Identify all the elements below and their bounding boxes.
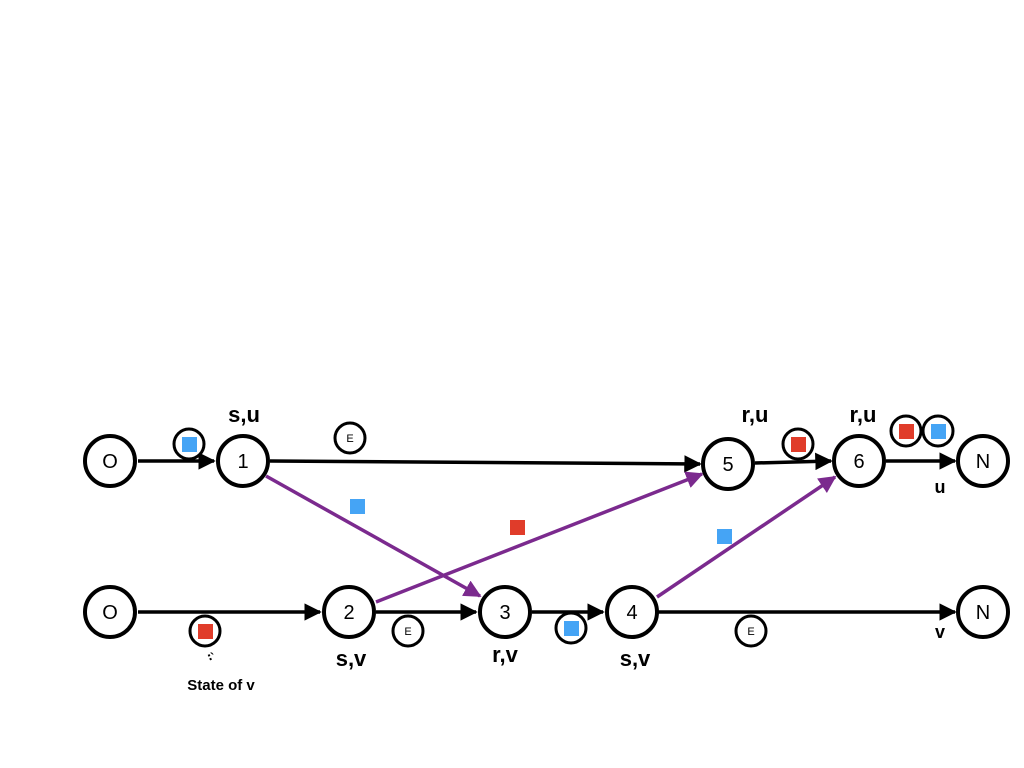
state-label-n1: s,u bbox=[228, 402, 260, 427]
token-top-6-n-second bbox=[921, 414, 955, 448]
empty-marker-top-1-5: E bbox=[333, 421, 367, 455]
node-o-bottom-label: O bbox=[102, 602, 118, 624]
edge-cross-4-6 bbox=[656, 475, 837, 599]
node-3: 3 bbox=[478, 585, 532, 639]
caption-state-of-v: State of v bbox=[187, 677, 255, 694]
node-o-top: O bbox=[83, 434, 137, 488]
token-cross-4-6 bbox=[717, 529, 732, 544]
caption-tick-mark: ` bbox=[210, 650, 214, 665]
edge-top-5-6 bbox=[754, 452, 833, 471]
node-4-label: 4 bbox=[626, 602, 637, 624]
node-o-bottom: O bbox=[83, 585, 137, 639]
state-label-n3: r,v bbox=[492, 642, 518, 667]
empty-marker-bottom-4-n-label: E bbox=[747, 626, 754, 638]
empty-marker-top-1-5-label: E bbox=[346, 433, 353, 445]
token-cross-2-5 bbox=[510, 520, 525, 535]
node-6: 6 bbox=[832, 434, 886, 488]
caption-pointer bbox=[207, 652, 212, 661]
token-top-6-n-first bbox=[889, 414, 923, 448]
empty-marker-bottom-4-n: E bbox=[734, 614, 768, 648]
state-label-n5: r,u bbox=[742, 402, 769, 427]
node-1: 1 bbox=[216, 434, 270, 488]
token-bottom-o-2 bbox=[188, 614, 222, 648]
node-n-top-label: N bbox=[976, 451, 990, 473]
node-n-top: N bbox=[956, 434, 1010, 488]
node-o-top-label: O bbox=[102, 451, 118, 473]
node-5: 5 bbox=[701, 437, 755, 491]
node-3-label: 3 bbox=[499, 602, 510, 624]
node-n-bottom-label: N bbox=[976, 602, 990, 624]
token-bottom-3-4 bbox=[554, 611, 588, 645]
state-label-n6: r,u bbox=[850, 402, 877, 427]
node-6-label: 6 bbox=[853, 451, 864, 473]
token-cross-1-3 bbox=[350, 499, 365, 514]
node-1-label: 1 bbox=[237, 451, 248, 473]
node-4: 4 bbox=[605, 585, 659, 639]
node-2: 2 bbox=[322, 585, 376, 639]
token-top-o-1 bbox=[172, 427, 206, 461]
edge-cross-1-3 bbox=[265, 474, 482, 598]
node-5-label: 5 bbox=[722, 454, 733, 476]
state-label-n2: s,v bbox=[336, 646, 367, 671]
state-label-n4: s,v bbox=[620, 646, 651, 671]
node-n-bottom: N bbox=[956, 585, 1010, 639]
edge-cross-2-5 bbox=[375, 471, 704, 604]
empty-marker-bottom-2-3-label: E bbox=[404, 626, 411, 638]
empty-marker-bottom-2-3: E bbox=[391, 614, 425, 648]
node-2-label: 2 bbox=[343, 602, 354, 624]
output-label-top: u bbox=[935, 477, 946, 497]
token-top-5-6 bbox=[781, 427, 815, 461]
edge-top-1-5 bbox=[269, 455, 702, 473]
output-label-bottom: v bbox=[935, 622, 945, 642]
